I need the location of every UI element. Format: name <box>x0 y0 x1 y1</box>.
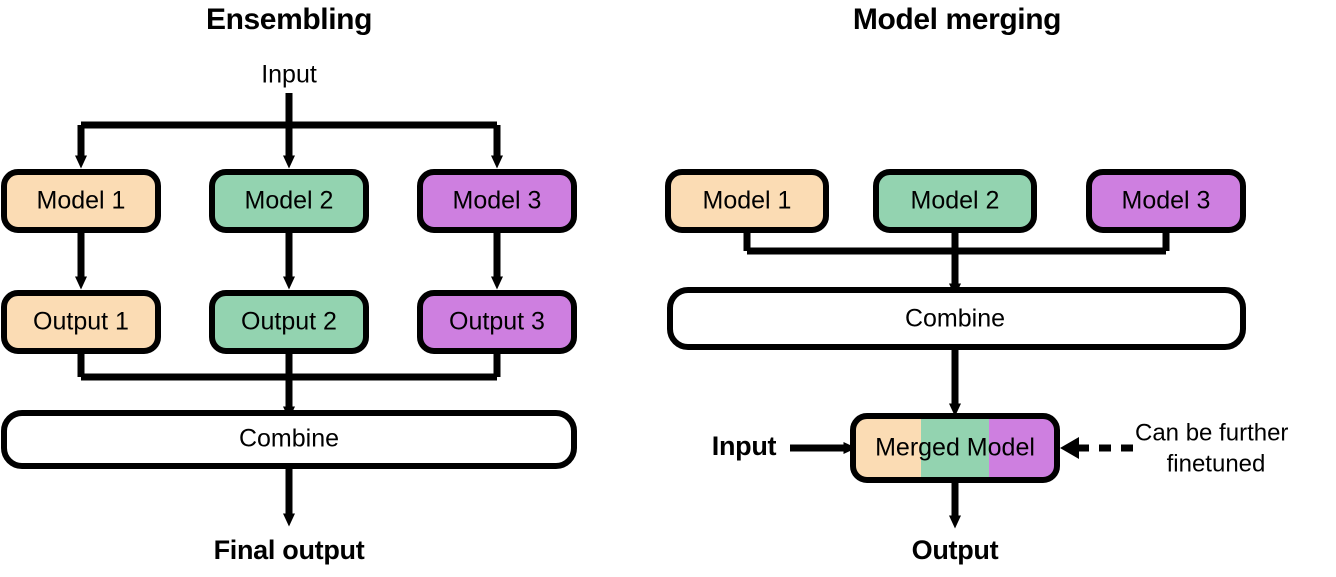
right-input-label: Input <box>712 431 777 461</box>
right-panel-model-merging: Model merging Model 1 Model 2 Model 3 Co… <box>665 3 1288 565</box>
merged-segment-1 <box>853 416 921 480</box>
left-model-box-3[interactable]: Model 3 <box>417 169 577 233</box>
right-model-2-label: Model 2 <box>911 187 1000 215</box>
right-model-box-3[interactable]: Model 3 <box>1086 169 1246 233</box>
merged-model-label: Merged Model <box>875 434 1035 462</box>
left-input-label: Input <box>261 61 317 89</box>
left-outputs-to-combine-connector <box>77 351 501 420</box>
left-panel-title: Ensembling <box>206 3 372 36</box>
left-model-3-label: Model 3 <box>453 187 542 215</box>
right-output-label: Output <box>912 535 999 565</box>
right-merged-model-box[interactable]: Merged Model <box>850 413 1060 483</box>
right-model-box-1[interactable]: Model 1 <box>665 169 829 233</box>
left-model-2-label: Model 2 <box>245 187 334 215</box>
right-model-3-label: Model 3 <box>1122 187 1211 215</box>
right-panel-title: Model merging <box>853 3 1061 36</box>
right-model-box-2[interactable]: Model 2 <box>873 169 1037 233</box>
left-model-to-output-connectors <box>75 230 503 290</box>
finetune-annotation-line-2: finetuned <box>1167 450 1266 477</box>
left-combine-label: Combine <box>239 425 339 453</box>
left-input-connector <box>75 93 503 169</box>
left-model-box-1[interactable]: Model 1 <box>1 169 161 233</box>
finetune-arrowhead <box>1060 437 1079 459</box>
right-models-to-combine-connector <box>743 230 1170 297</box>
finetune-annotation-line-1: Can be further <box>1135 419 1288 446</box>
left-model-1-label: Model 1 <box>37 187 126 215</box>
merged-segment-2 <box>921 416 989 480</box>
left-combine-box[interactable]: Combine <box>1 410 577 469</box>
merged-segment-3 <box>989 416 1057 480</box>
left-output-1-label: Output 1 <box>33 308 129 336</box>
right-combine-label: Combine <box>905 305 1005 333</box>
left-output-3-label: Output 3 <box>449 308 545 336</box>
right-model-1-label: Model 1 <box>703 187 792 215</box>
left-panel-ensembling: Ensembling Input Model 1 Model 2 Model 3 <box>1 3 577 565</box>
merged-model-segments <box>853 416 1057 480</box>
left-output-box-1[interactable]: Output 1 <box>1 290 161 354</box>
left-output-box-3[interactable]: Output 3 <box>417 290 577 354</box>
finetune-annotation-connector <box>1060 437 1133 459</box>
left-output-2-label: Output 2 <box>241 308 337 336</box>
right-combine-box[interactable]: Combine <box>667 287 1246 350</box>
left-output-box-2[interactable]: Output 2 <box>209 290 369 354</box>
left-model-box-2[interactable]: Model 2 <box>209 169 369 233</box>
left-final-output-label: Final output <box>214 535 365 565</box>
